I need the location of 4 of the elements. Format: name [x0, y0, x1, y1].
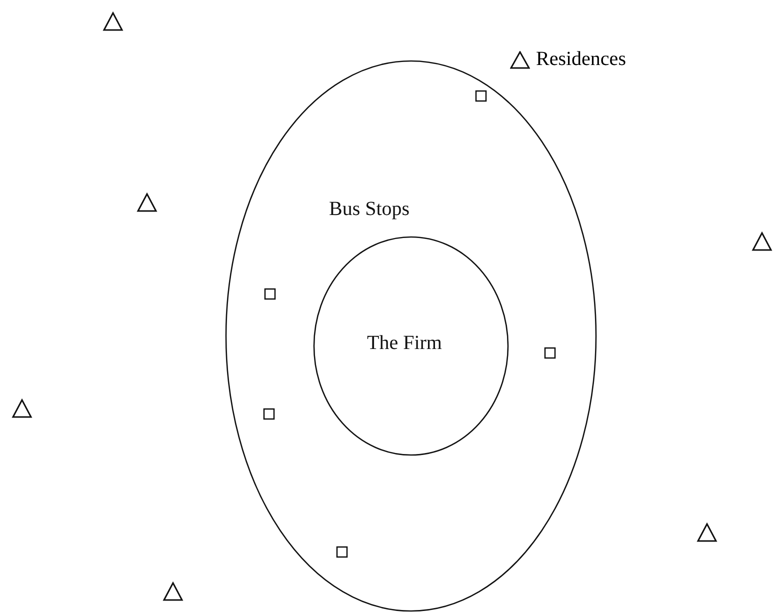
region-label: Bus Stops	[329, 198, 410, 221]
legend-label: Residences	[536, 48, 626, 71]
region-label: The Firm	[367, 332, 442, 355]
ellipse-region	[313, 236, 509, 456]
